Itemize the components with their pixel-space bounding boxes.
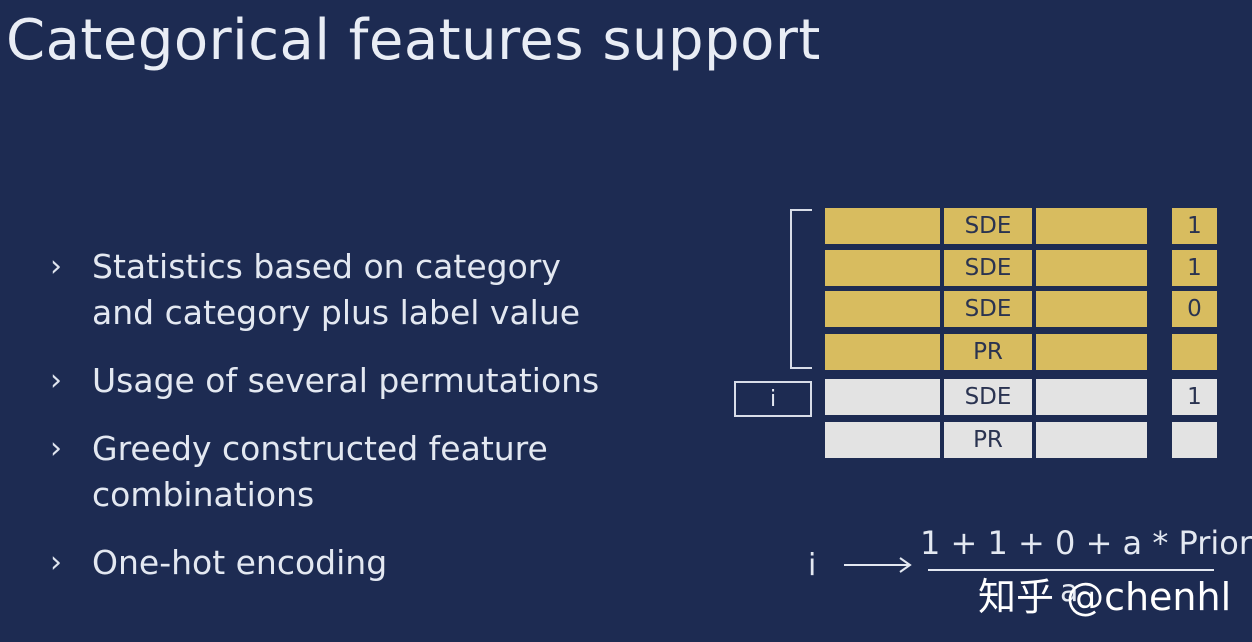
table-cell-label: [1172, 422, 1217, 458]
table-cell-right: [1036, 250, 1147, 286]
chevron-right-icon: ›: [50, 545, 62, 580]
table-cell-feature: PR: [944, 422, 1032, 458]
table-cell-left: [825, 208, 940, 244]
bullet-text: Usage of several permutations: [92, 361, 600, 400]
chevron-right-icon: ›: [50, 363, 62, 398]
watermark: 知乎 @chenhl: [978, 575, 1232, 619]
table-cell-label: 1: [1172, 208, 1217, 244]
formula-denominator: a: [1060, 574, 1079, 609]
table-cell-right: [1036, 334, 1147, 370]
table-cell-feature: SDE: [944, 208, 1032, 244]
chevron-right-icon: ›: [50, 249, 62, 284]
table-cell-label: 1: [1172, 379, 1217, 415]
table-cell-right: [1036, 422, 1147, 458]
fraction-line: [928, 569, 1214, 571]
formula-lhs: i: [808, 548, 817, 583]
arrow-right-icon: [844, 557, 912, 573]
table-cell-label: 0: [1172, 291, 1217, 327]
permutation-bracket: [790, 209, 812, 369]
page-title: Categorical features support: [6, 8, 821, 73]
table-cell-feature: PR: [944, 334, 1032, 370]
table-cell-left: [825, 422, 940, 458]
bullet-item: › One-hot encoding: [50, 540, 387, 586]
table-cell-left: [825, 291, 940, 327]
bullet-text: One-hot encoding: [92, 543, 388, 582]
table-cell-feature: SDE: [944, 379, 1032, 415]
table-cell-label: [1172, 334, 1217, 370]
table-cell-right: [1036, 291, 1147, 327]
table-cell-label: 1: [1172, 250, 1217, 286]
table-cell-right: [1036, 208, 1147, 244]
bullet-text: Greedy constructed feature: [92, 429, 548, 468]
table-cell-left: [825, 250, 940, 286]
bullet-item: › Statistics based on category and categ…: [50, 244, 580, 336]
bullet-text: Statistics based on category: [92, 247, 561, 286]
bullet-text: and category plus label value: [92, 293, 581, 332]
chevron-right-icon: ›: [50, 431, 62, 466]
table-cell-feature: SDE: [944, 250, 1032, 286]
table-cell-left: [825, 379, 940, 415]
formula-numerator: 1 + 1 + 0 + a * Prior: [920, 524, 1252, 562]
table-cell-feature: SDE: [944, 291, 1032, 327]
table-cell-left: [825, 334, 940, 370]
index-box: i: [734, 381, 812, 417]
bullet-item: › Greedy constructed feature combination…: [50, 426, 548, 518]
table-cell-right: [1036, 379, 1147, 415]
bullet-item: › Usage of several permutations: [50, 358, 599, 404]
bullet-text: combinations: [92, 475, 315, 514]
